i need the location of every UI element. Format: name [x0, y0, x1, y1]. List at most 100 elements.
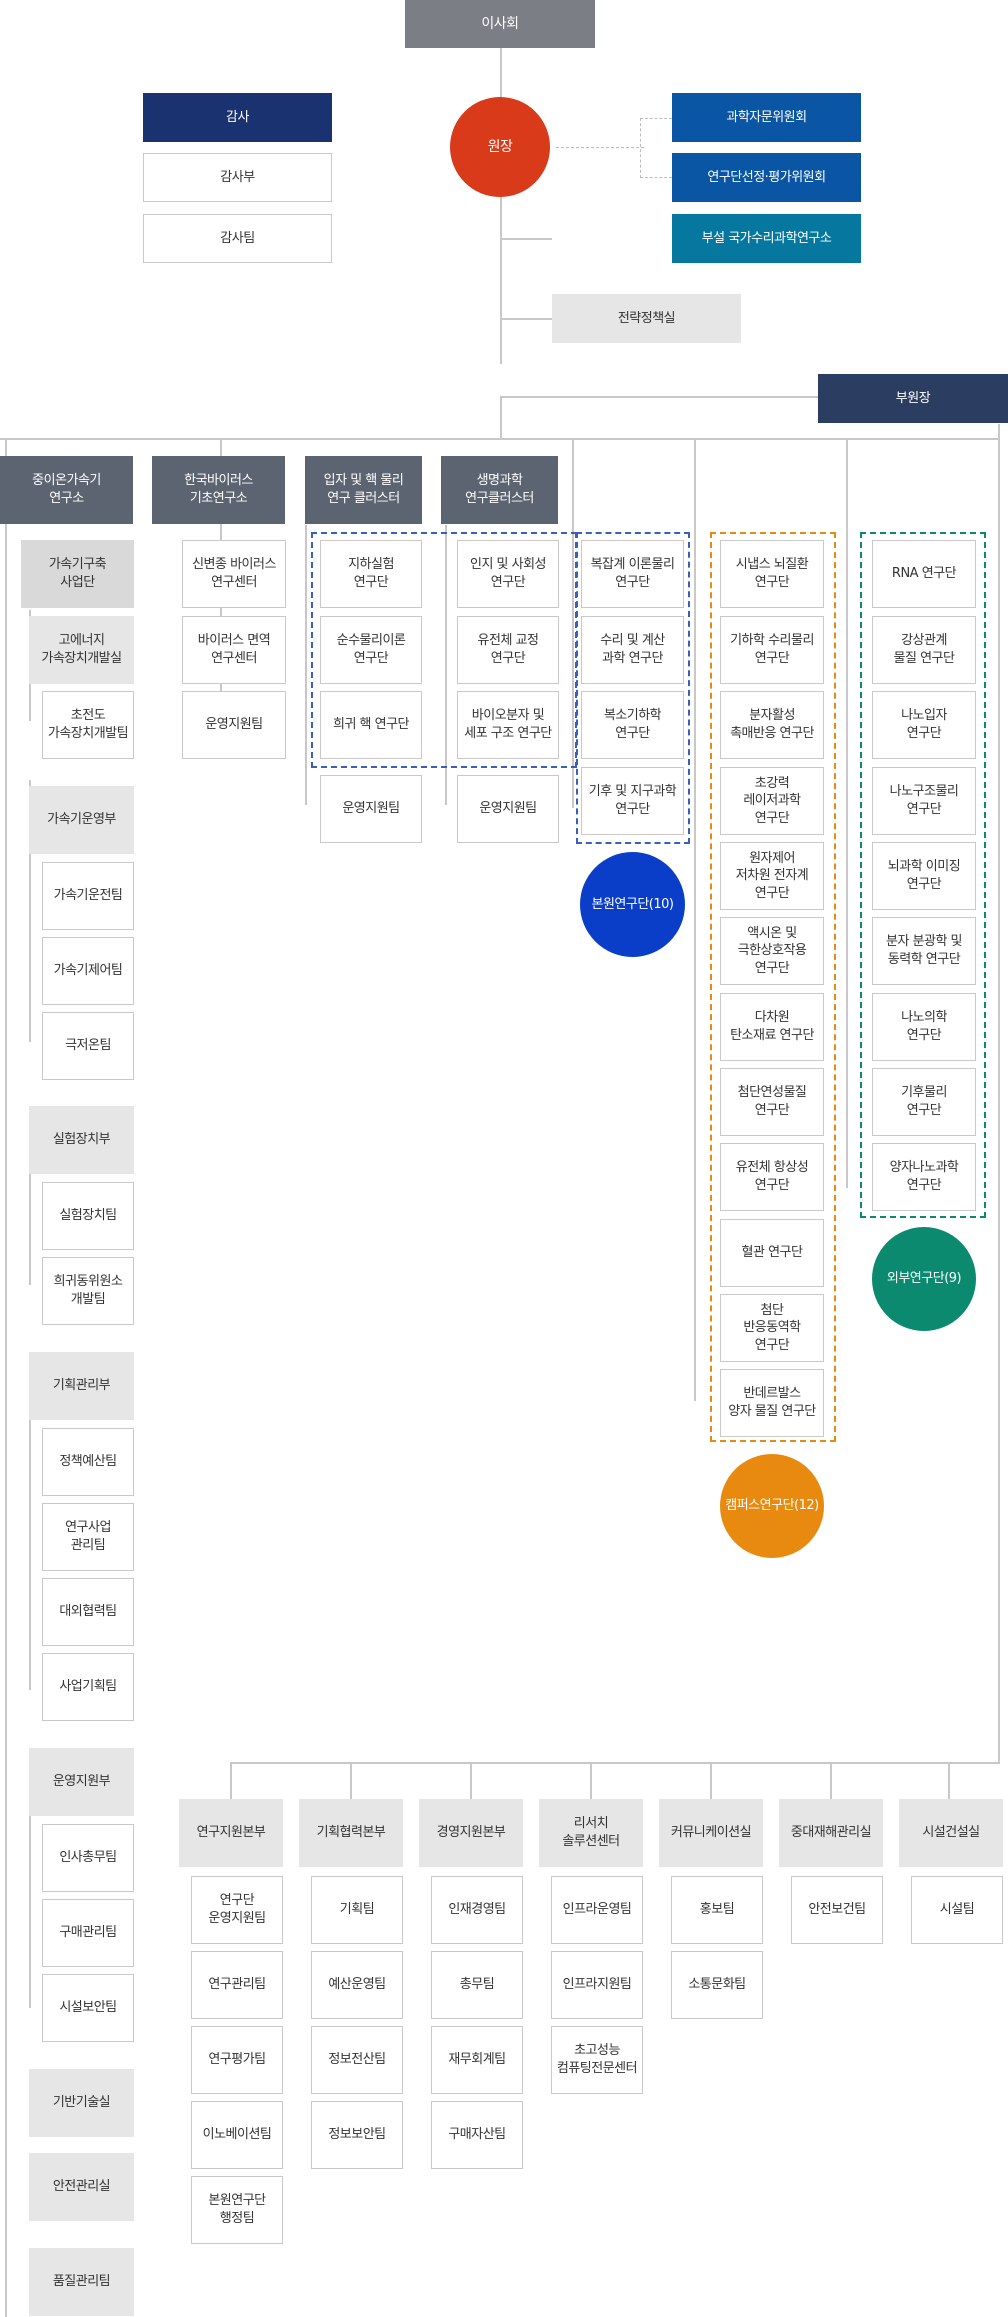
policy-budget-box: 정책예산팀: [42, 1428, 134, 1496]
connector: [590, 1764, 592, 1800]
connector: [500, 238, 552, 240]
exp-team-box: 실험장치팀: [42, 1182, 134, 1250]
accel-op-team-box: 가속기운전팀: [42, 862, 134, 930]
management-team: 구매자산팀: [431, 2101, 523, 2169]
cryo-box: 극저온팀: [42, 1012, 134, 1080]
external-label-circle: 외부연구단(9): [872, 1227, 976, 1331]
purchase-box: 구매관리팀: [42, 1899, 134, 1967]
research-mgmt-box: 연구사업 관리팀: [42, 1503, 134, 1571]
connector: [846, 438, 848, 1188]
virus-institute-header: 한국바이러스 기초연구소: [152, 456, 285, 524]
hr-box: 인사총무팀: [42, 1824, 134, 1892]
research-support-team: 본원연구단 행정팀: [191, 2176, 283, 2244]
research-solution-header: 리서치 솔루션센터: [539, 1799, 643, 1867]
life-ops-box: 운영지원팀: [457, 775, 559, 843]
supercond-box: 초전도 가속장치개발팀: [42, 691, 134, 759]
connector: [948, 1764, 950, 1800]
heavy-ion-institute-header: 중이온가속기 연구소: [0, 456, 133, 524]
planning-dept-box: 기획관리부: [29, 1352, 134, 1420]
board-box: 이사회: [405, 0, 595, 48]
connector: [445, 525, 447, 805]
facility-security-box: 시설보안팀: [42, 1974, 134, 2042]
research-support-team: 이노베이션팀: [191, 2101, 283, 2169]
particle-ops-box: 운영지원팀: [320, 775, 422, 843]
rna-box: RNA 연구단: [872, 540, 976, 608]
nanoparticle-box: 나노입자 연구단: [872, 691, 976, 759]
virus-ops-box: 운영지원팀: [182, 691, 286, 759]
correlated-matter-box: 강상관계 물질 연구단: [872, 616, 976, 684]
committee-dashed: [640, 118, 672, 178]
audit-team-box: 감사팀: [143, 214, 332, 263]
rare-isotope-box: 희귀동위원소 개발팀: [42, 1257, 134, 1325]
research-support-team: 연구단 운영지원팀: [191, 1876, 283, 1944]
communication-team: 홍보팀: [671, 1876, 763, 1944]
accel-control-box: 가속기제어팀: [42, 937, 134, 1005]
connector: [29, 1795, 31, 2008]
research-support-header: 연구지원본부: [179, 1799, 283, 1867]
accel-operation-box: 가속기운영부: [29, 786, 134, 854]
molecule-catalysis-box: 분자활성 촉매반응 연구단: [720, 691, 824, 759]
nanostructure-box: 나노구조물리 연구단: [872, 767, 976, 835]
research-solution-team: 인프라운영팀: [551, 1876, 643, 1944]
climate-earth-box: 기후 및 지구과학 연구단: [581, 767, 684, 835]
complex-systems-box: 복잡계 이론물리 연구단: [581, 540, 684, 608]
biz-planning-box: 사업기획팀: [42, 1653, 134, 1721]
planning-coop-team: 예산운영팀: [311, 1951, 403, 2019]
campus-dashed-box: [710, 532, 836, 1442]
underground-box: 지하실험 연구단: [320, 540, 422, 608]
planning-coop-team: 정보전산팀: [311, 2026, 403, 2094]
management-team: 총무팀: [431, 1951, 523, 2019]
laser-box: 초강력 레이저과학 연구단: [720, 767, 824, 835]
connector: [29, 780, 31, 1042]
connector: [710, 1764, 712, 1800]
geometric-physics-box: 기하학 수리물리 연구단: [720, 616, 824, 684]
connector: [998, 424, 1000, 1764]
connector: [29, 1395, 31, 1690]
connector: [470, 1764, 472, 1800]
external-coop-box: 대외협력팀: [42, 1578, 134, 1646]
axion-box: 액시온 및 극한상호작용 연구단: [720, 917, 824, 985]
genome-homeostasis-box: 유전체 항상성 연구단: [720, 1143, 824, 1211]
attached-institute-box: 부설 국가수리과학연구소: [672, 214, 861, 263]
base-tech-box: 기반기술실: [29, 2069, 134, 2137]
facility-team: 시설팀: [911, 1876, 1003, 1944]
life-cluster-header: 생명과학 연구클러스터: [441, 456, 558, 524]
cognition-box: 인지 및 사회성 연구단: [457, 540, 559, 608]
safety-box: 안전관리실: [29, 2153, 134, 2221]
connector: [500, 396, 818, 398]
math-computation-box: 수리 및 계산 과학 연구단: [581, 616, 684, 684]
high-energy-box: 고에너지 가속장치개발실: [29, 616, 134, 684]
quality-box: 품질관리팀: [29, 2248, 134, 2316]
connector: [230, 1762, 1000, 1764]
research-solution-team: 인프라지원팀: [551, 1951, 643, 2019]
connector: [500, 34, 502, 364]
selection-committee-box: 연구단선정·평가위원회: [672, 153, 861, 202]
management-header: 경영지원본부: [419, 1799, 523, 1867]
nanomedicine-box: 나노의학 연구단: [872, 993, 976, 1061]
molecular-spectroscopy-box: 분자 분광학 및 동력학 연구단: [872, 917, 976, 985]
connector: [500, 398, 502, 440]
communication-team: 소통문화팀: [671, 1951, 763, 2019]
planning-coop-team: 기획팀: [311, 1876, 403, 1944]
virus-immunity-box: 바이러스 면역 연구센터: [182, 616, 286, 684]
connector: [500, 318, 552, 320]
brain-imaging-box: 뇌과학 이미징 연구단: [872, 842, 976, 910]
science-committee-box: 과학자문위원회: [672, 93, 861, 142]
exp-dept-box: 실험장치부: [29, 1106, 134, 1174]
connector: [350, 1764, 352, 1800]
connector: [694, 438, 696, 1401]
van-der-waals-box: 반데르발스 양자 물질 연구단: [720, 1369, 824, 1437]
planning-coop-team: 정보보안팀: [311, 2101, 403, 2169]
climate-physics-box: 기후물리 연구단: [872, 1068, 976, 1136]
connector: [305, 525, 307, 805]
facility-header: 시설건설실: [899, 1799, 1003, 1867]
soft-matter-box: 첨단연성물질 연구단: [720, 1068, 824, 1136]
management-team: 재무회계팀: [431, 2026, 523, 2094]
connector: [830, 1764, 832, 1800]
disaster-team: 안전보건팀: [791, 1876, 883, 1944]
president-committee-dashed: [556, 134, 644, 148]
accel-construction-box: 가속기구축 사업단: [21, 540, 134, 608]
biomolecule-box: 바이오분자 및 세포 구조 연구단: [457, 691, 559, 759]
emerging-virus-box: 신변종 바이러스 연구센터: [182, 540, 286, 608]
